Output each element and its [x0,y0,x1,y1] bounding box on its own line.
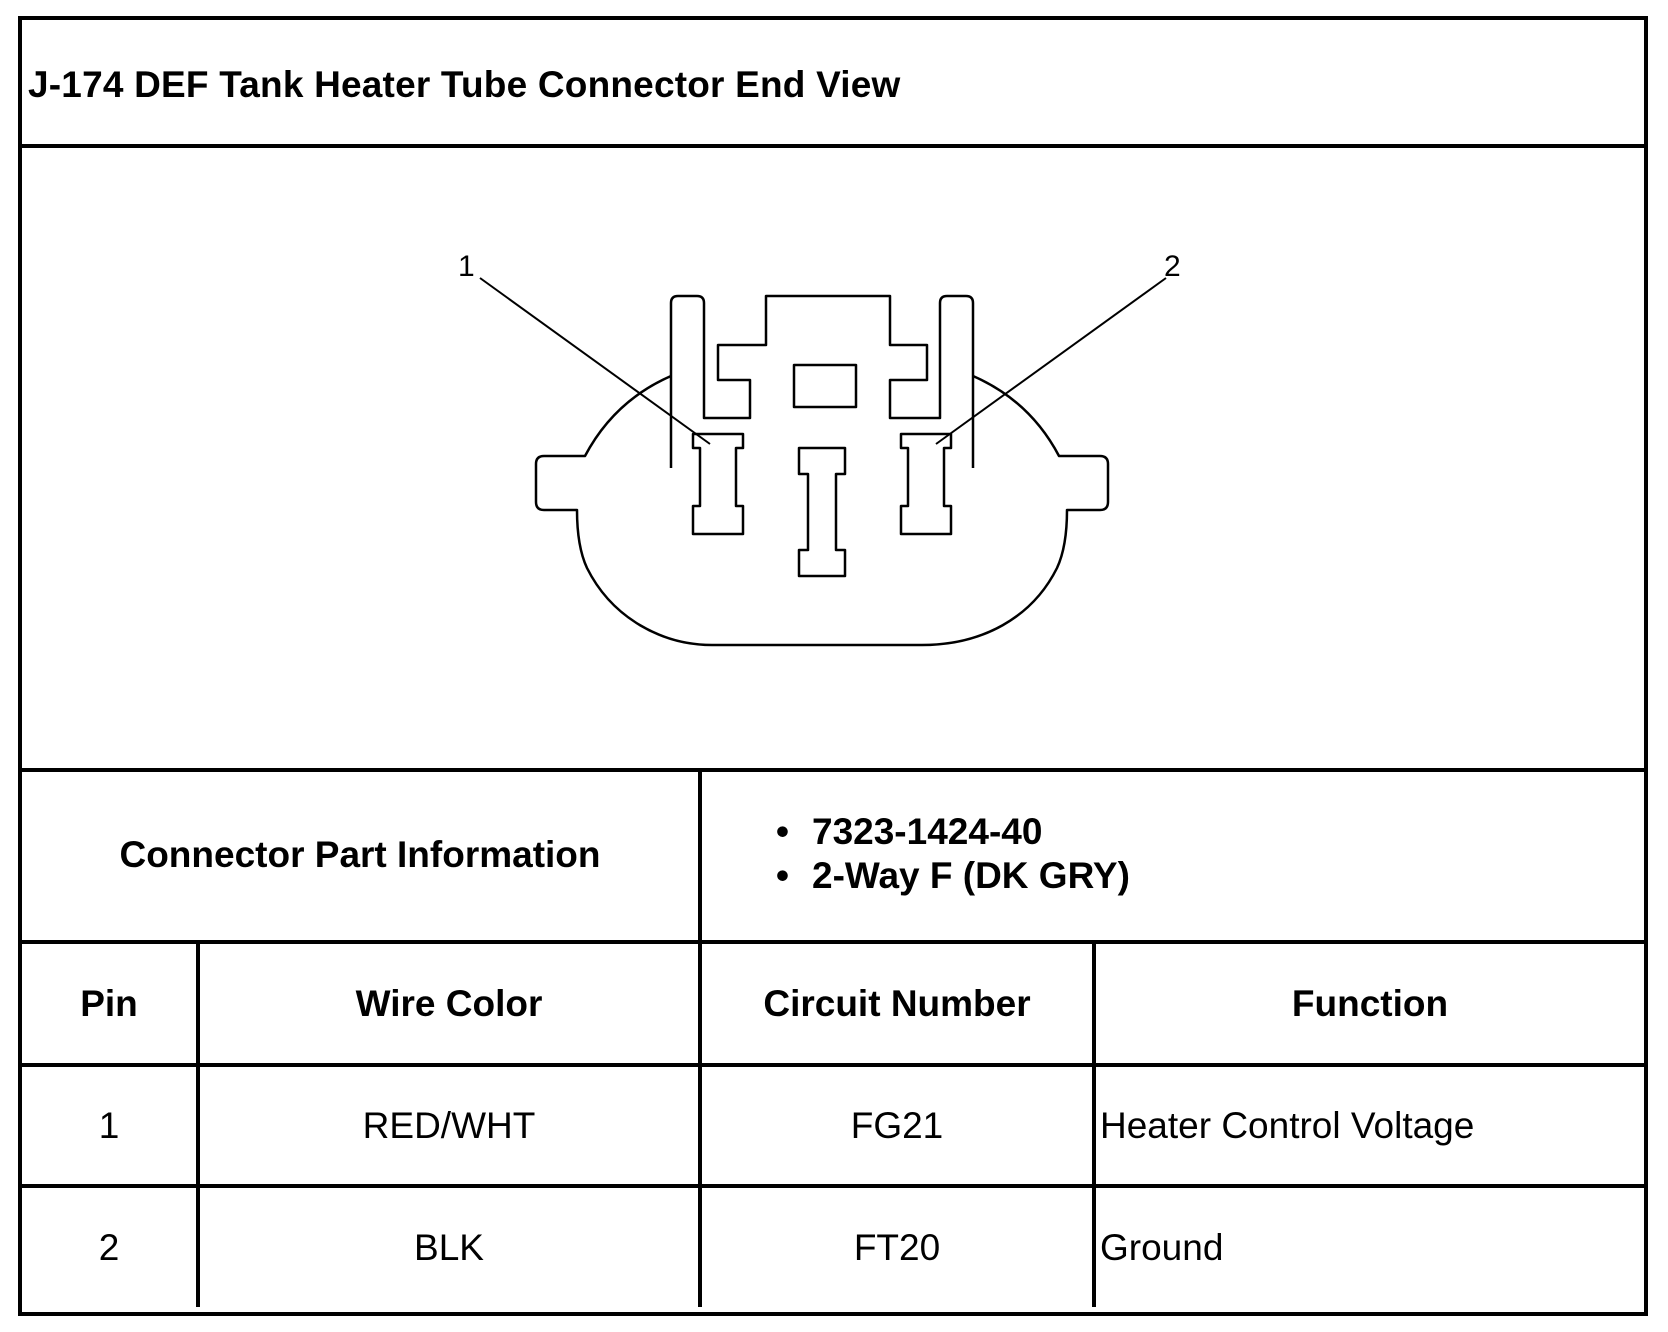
pin-1-leader-line [479,277,711,445]
connector-type-item: • 2-Way F (DK GRY) [776,854,1130,898]
part-info-details: • 7323-1424-40 • 2-Way F (DK GRY) [702,772,1648,940]
cell-wire-color: RED/WHT [196,1063,702,1188]
header-circuit-number: Circuit Number [698,944,1096,1067]
pin-1-callout: 1 [458,250,475,283]
center-terminal [797,446,847,578]
cell-circuit-number: FG21 [698,1063,1096,1188]
title-row: J-174 DEF Tank Heater Tube Connector End… [22,20,1644,148]
table-row: 1 RED/WHT FG21 Heater Control Voltage [22,1063,1644,1188]
pin-2-leader-line [935,277,1167,445]
cell-circuit-number: FT20 [698,1184,1096,1307]
connector-sheet: J-174 DEF Tank Heater Tube Connector End… [18,16,1648,1316]
cell-function: Ground [1092,1184,1644,1307]
connector-diagram-panel: 1 2 [22,148,1644,772]
header-function: Function [1092,944,1644,1067]
part-info-label: Connector Part Information [119,834,601,875]
part-info-label-cell: Connector Part Information [22,772,702,940]
cell-wire-color: BLK [196,1184,702,1307]
header-wire-color: Wire Color [196,944,702,1067]
table-header-row: Pin Wire Color Circuit Number Function [22,944,1644,1067]
part-number: 7323-1424-40 [812,811,1043,852]
cell-pin: 2 [22,1184,200,1307]
header-pin: Pin [22,944,200,1067]
left-latch-tab [669,294,975,468]
connector-end-view-drawing: 1 2 [458,250,1181,647]
pin-table: Pin Wire Color Circuit Number Function 1… [22,944,1644,1307]
cell-function: Heater Control Voltage [1092,1063,1644,1188]
table-row: 2 BLK FT20 Ground [22,1184,1644,1307]
page-title: J-174 DEF Tank Heater Tube Connector End… [28,64,901,105]
center-key [792,363,858,409]
pin-cavity-1 [691,432,745,536]
connector-type: 2-Way F (DK GRY) [812,855,1130,896]
part-info-list: • 7323-1424-40 • 2-Way F (DK GRY) [776,810,1130,898]
part-number-item: • 7323-1424-40 [776,810,1130,854]
pin-2-callout: 2 [1164,250,1181,283]
connector-part-info-row: Connector Part Information • 7323-1424-4… [22,772,1644,944]
pin-cavity-2 [899,432,953,536]
connector-body-outline [534,374,1110,647]
bullet-icon: • [776,811,789,852]
cell-pin: 1 [22,1063,200,1188]
bullet-icon: • [776,855,789,896]
